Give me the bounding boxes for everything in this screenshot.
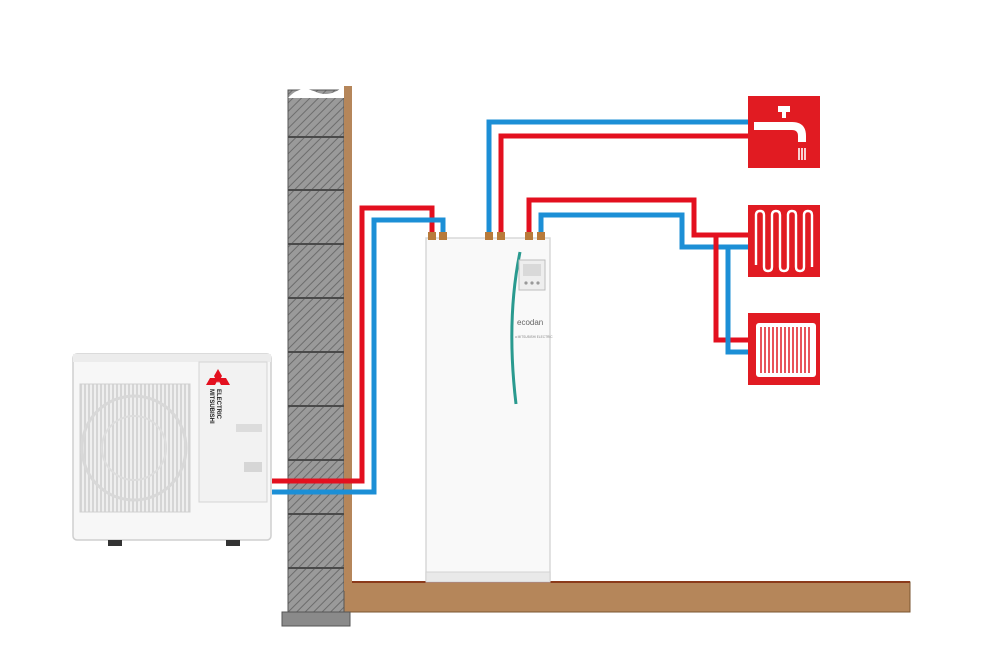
tap-icon: [748, 96, 820, 168]
brand-bottom: ELECTRIC: [215, 389, 221, 420]
front-accent-line: [510, 251, 522, 405]
pipes-heating: [526, 197, 750, 355]
brand-top: MITSUBISHI: [208, 389, 214, 424]
ecodan-sub-logo: a MITSUBISHI ELECTRIC: [515, 335, 553, 339]
underfloor-heating-icon: [748, 205, 820, 277]
floor: [343, 581, 911, 613]
outdoor-unit: MITSUBISHI ELECTRIC: [72, 353, 272, 546]
brick-wall: [281, 86, 351, 627]
fan-icon: [80, 394, 188, 502]
pipes-primary: [272, 205, 446, 495]
wall-plaster: [344, 86, 352, 591]
indoor-unit: ecodan a MITSUBISHI ELECTRIC: [425, 232, 553, 583]
mitsubishi-logo-icon: [204, 367, 232, 413]
pipes-hot-water: [486, 119, 750, 238]
ecodan-logo: ecodan: [517, 318, 543, 327]
radiator-icon: [748, 313, 820, 385]
